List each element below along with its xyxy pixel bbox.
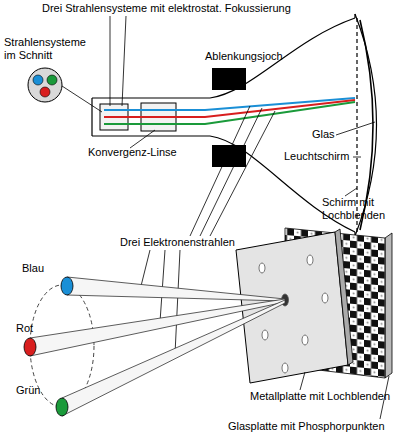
part-label: Metallplatte mit Lochblenden xyxy=(250,390,390,403)
gun-blue xyxy=(61,277,73,295)
part-label: Grün xyxy=(16,384,40,397)
cross-section-circle xyxy=(28,68,62,102)
part-label: Strahlensysteme im Schnitt xyxy=(4,36,94,62)
mask-hole xyxy=(302,335,308,345)
gun-red xyxy=(24,338,36,356)
leader-line xyxy=(130,130,155,148)
gun-green xyxy=(56,398,68,416)
leader-line xyxy=(210,111,275,236)
glass-plate-edge xyxy=(385,233,392,378)
part-label: Drei Strahlensysteme mit elektrostat. Fo… xyxy=(42,2,291,15)
beam-cone xyxy=(30,299,285,356)
beam-green xyxy=(104,102,355,124)
leader-line xyxy=(345,188,357,196)
leader-line xyxy=(140,250,150,290)
beam-cone xyxy=(67,277,285,301)
metal-plate-edge xyxy=(335,229,353,365)
part-label: Konvergenz-Linse xyxy=(88,146,177,159)
leader-line xyxy=(200,108,262,236)
mask-hole xyxy=(307,255,313,265)
glass-face xyxy=(354,14,355,18)
leader-line xyxy=(110,16,111,106)
cross-section-blue xyxy=(33,75,43,85)
leader-line xyxy=(160,250,165,322)
part-label: Schirm mit Lochblenden xyxy=(322,196,392,222)
leader-line xyxy=(336,122,375,135)
leader-line xyxy=(175,250,180,354)
part-label: Ablenkungsjoch xyxy=(205,50,283,63)
cross-section-green xyxy=(47,75,57,85)
mask-hole xyxy=(282,363,288,373)
mask-hole xyxy=(259,263,265,273)
part-label: Drei Elektronenstrahlen xyxy=(120,236,235,249)
leader-line xyxy=(353,157,361,158)
part-label: Rot xyxy=(16,322,33,335)
gun-cross-section xyxy=(28,68,62,102)
deflection-yoke xyxy=(212,68,246,90)
part-label: Leuchtschirm xyxy=(284,150,349,163)
mask-hole xyxy=(322,293,328,303)
part-label: Blau xyxy=(22,262,44,275)
cross-section-red xyxy=(40,87,50,97)
leader-line xyxy=(300,372,305,390)
part-label: Glas xyxy=(312,128,335,141)
deflection-yoke xyxy=(212,145,246,167)
part-label: Glasplatte mit Phosphorpunkten xyxy=(228,420,385,433)
leader-line xyxy=(62,86,102,112)
leader-line xyxy=(122,16,126,106)
mask-hole xyxy=(262,330,268,340)
beams-top xyxy=(104,98,355,124)
beams-bottom xyxy=(30,277,285,416)
